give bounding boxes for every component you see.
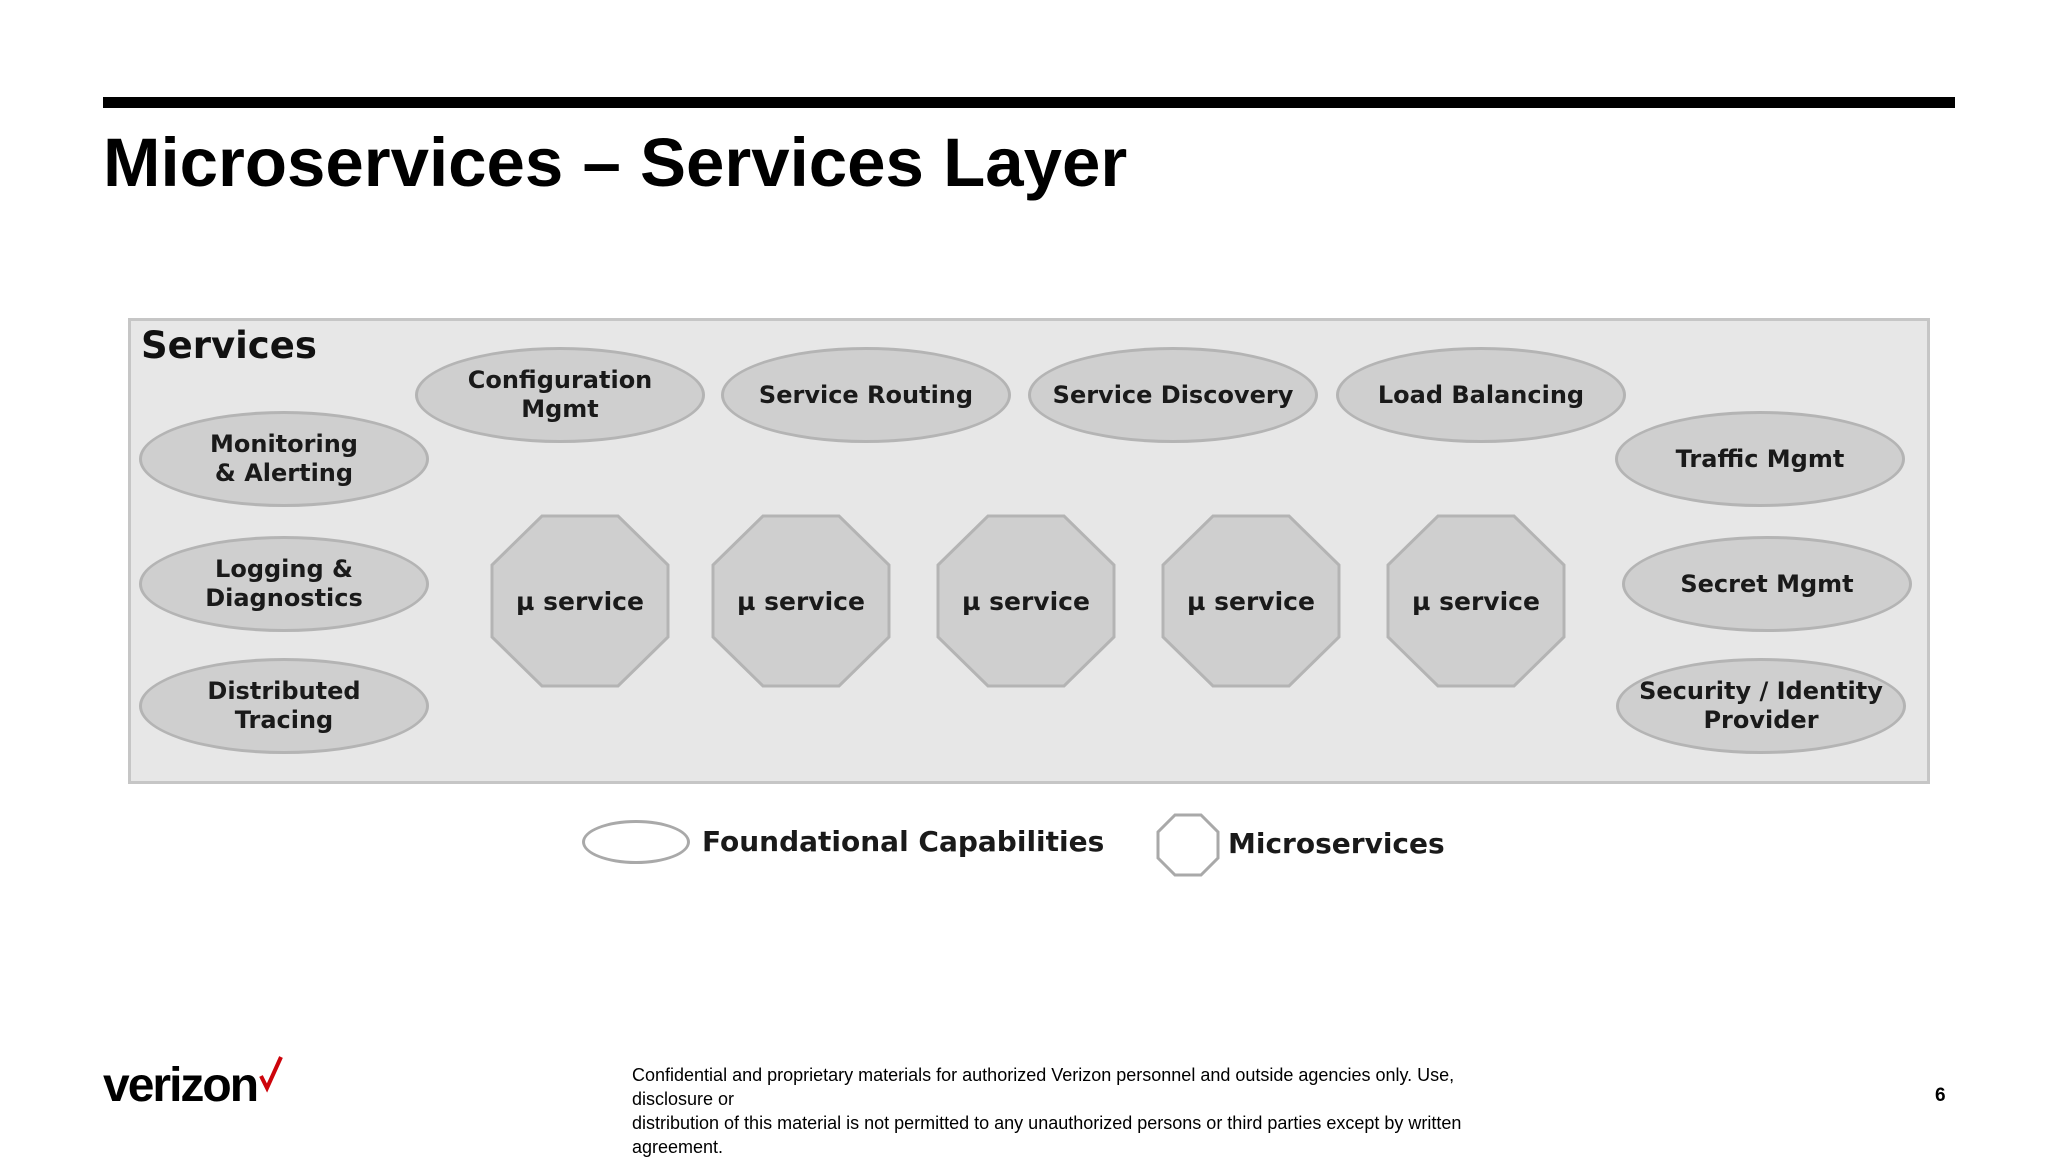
verizon-logo: verizon [103, 1056, 283, 1114]
verizon-logo-wordmark: verizon [103, 1059, 259, 1112]
legend-octagon-icon [1156, 813, 1220, 877]
microservice-label: µ service [1412, 586, 1540, 616]
capability-traffic-mgmt: Traffic Mgmt [1615, 411, 1905, 507]
capability-load-balancing: Load Balancing [1336, 347, 1626, 443]
microservice-2: µ service [711, 514, 891, 688]
octagon-shape [936, 514, 1116, 688]
capability-secret-mgmt: Secret Mgmt [1622, 536, 1912, 632]
legend-ellipse-icon [582, 820, 690, 864]
capability-logging-diagnostics: Logging & Diagnostics [139, 536, 429, 632]
microservice-1: µ service [490, 514, 670, 688]
title-rule [103, 97, 1955, 108]
disclaimer-line-1: Confidential and proprietary materials f… [632, 1065, 1455, 1109]
slide-title: Microservices – Services Layer [103, 124, 1128, 201]
microservice-label: µ service [737, 586, 865, 616]
microservice-3: µ service [936, 514, 1116, 688]
legend-foundational-label: Foundational Capabilities [702, 825, 1105, 858]
microservice-5: µ service [1386, 514, 1566, 688]
legend-microservices-label: Microservices [1228, 827, 1445, 860]
microservice-label: µ service [962, 586, 1090, 616]
footer-disclaimer: Confidential and proprietary materials f… [632, 1063, 1512, 1159]
octagon-shape [1386, 514, 1566, 688]
octagon-shape [711, 514, 891, 688]
capability-service-routing: Service Routing [721, 347, 1011, 443]
capability-service-discovery: Service Discovery [1028, 347, 1318, 443]
microservice-label: µ service [1187, 586, 1315, 616]
capability-security-identity-provider: Security / Identity Provider [1616, 658, 1906, 754]
capability-configuration-mgmt: Configuration Mgmt [415, 347, 705, 443]
page-number: 6 [1935, 1085, 1946, 1106]
services-panel-label: Services [141, 324, 317, 367]
verizon-checkmark-icon [259, 1056, 283, 1093]
capability-monitoring-alerting: Monitoring & Alerting [139, 411, 429, 507]
octagon-shape [490, 514, 670, 688]
microservice-4: µ service [1161, 514, 1341, 688]
octagon-shape [1161, 514, 1341, 688]
capability-distributed-tracing: Distributed Tracing [139, 658, 429, 754]
microservice-label: µ service [516, 586, 644, 616]
